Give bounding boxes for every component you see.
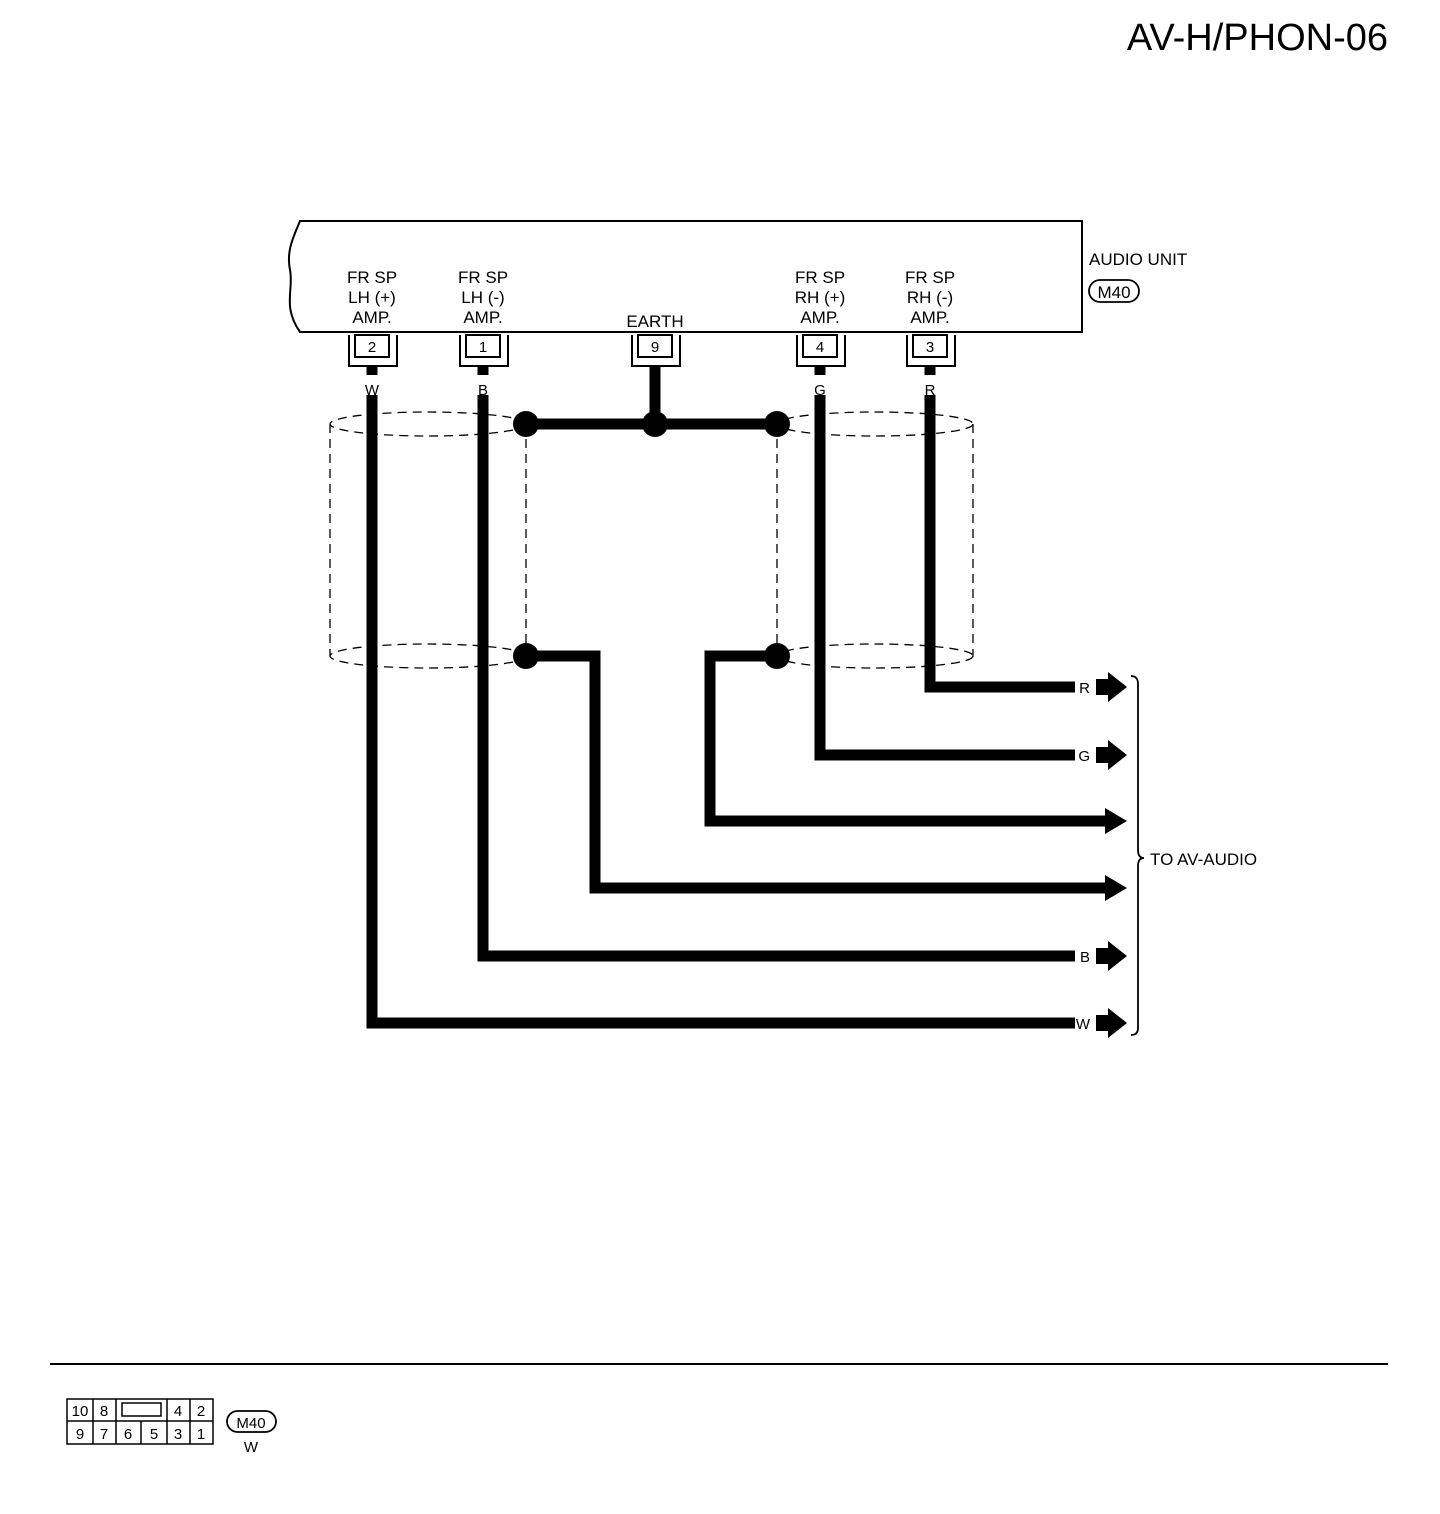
wire-shield-left-drain <box>526 650 1105 894</box>
shield-left <box>329 411 527 669</box>
out-label-g: G <box>1078 748 1090 765</box>
svg-text:AMP.: AMP. <box>463 308 502 327</box>
connector-badge-text: M40 <box>1097 283 1130 302</box>
svg-text:RH (-): RH (-) <box>907 288 953 307</box>
out-label-w: W <box>1076 1016 1091 1033</box>
svg-text:4: 4 <box>174 1403 182 1420</box>
svg-text:1: 1 <box>479 339 487 356</box>
pin-terminal-9: 9 <box>631 334 681 367</box>
wire-r <box>924 395 1075 693</box>
out-label-r: R <box>1079 680 1090 697</box>
page-title: AV-H/PHON-06 <box>1127 17 1388 59</box>
wire-g <box>814 395 1075 761</box>
svg-text:3: 3 <box>174 1426 182 1443</box>
pin-label-3: FR SP RH (-) AMP. <box>905 268 955 327</box>
svg-text:RH (+): RH (+) <box>795 288 846 307</box>
wire-w <box>366 395 1075 1029</box>
pin-label-2: FR SP LH (+) AMP. <box>347 268 397 327</box>
wire-color-b-top: B <box>478 382 488 399</box>
audio-unit-box <box>288 220 1083 333</box>
svg-text:7: 7 <box>100 1426 108 1443</box>
pin-terminal-1: 1 <box>459 334 509 367</box>
svg-text:EARTH: EARTH <box>626 312 683 331</box>
shield-right <box>776 411 974 669</box>
svg-text:FR SP: FR SP <box>905 268 955 287</box>
pin-label-1: FR SP LH (-) AMP. <box>458 268 508 327</box>
connector-face: 10 8 4 2 9 7 6 5 3 1 <box>66 1398 214 1445</box>
svg-text:9: 9 <box>76 1426 84 1443</box>
svg-text:AMP.: AMP. <box>800 308 839 327</box>
svg-text:5: 5 <box>150 1426 158 1443</box>
svg-text:AMP.: AMP. <box>352 308 391 327</box>
output-arrows <box>1096 672 1127 1038</box>
connector-badge-unit: M40 <box>1088 279 1140 303</box>
connector-badge-footer: M40 <box>226 1410 277 1433</box>
svg-text:FR SP: FR SP <box>347 268 397 287</box>
svg-text:FR SP: FR SP <box>458 268 508 287</box>
wire-color-r-top: R <box>925 382 936 399</box>
terminal-stubs <box>366 366 936 375</box>
svg-text:FR SP: FR SP <box>795 268 845 287</box>
pin-label-4: FR SP RH (+) AMP. <box>795 268 846 327</box>
svg-text:LH (+): LH (+) <box>348 288 396 307</box>
out-label-b: B <box>1080 949 1090 966</box>
audio-unit-name: AUDIO UNIT <box>1089 250 1187 269</box>
svg-text:8: 8 <box>100 1403 108 1420</box>
pin-terminal-2: 2 <box>348 334 398 367</box>
splice-points <box>513 411 790 669</box>
wire-color-g-top: G <box>814 382 826 399</box>
svg-text:2: 2 <box>197 1403 205 1420</box>
svg-text:3: 3 <box>926 339 934 356</box>
svg-text:LH (-): LH (-) <box>461 288 504 307</box>
pin-terminal-4: 4 <box>796 334 846 367</box>
svg-text:1: 1 <box>197 1426 205 1443</box>
destination-label: TO AV-AUDIO <box>1150 850 1257 869</box>
connector-color: W <box>244 1439 259 1456</box>
svg-text:2: 2 <box>368 339 376 356</box>
svg-text:4: 4 <box>816 339 824 356</box>
svg-text:AMP.: AMP. <box>910 308 949 327</box>
svg-text:6: 6 <box>124 1426 132 1443</box>
svg-text:10: 10 <box>72 1403 89 1420</box>
pin-label-9: EARTH <box>626 312 683 331</box>
output-brace <box>1130 675 1145 1036</box>
svg-text:M40: M40 <box>236 1415 265 1432</box>
svg-text:9: 9 <box>651 339 659 356</box>
wire-shield-right-drain <box>704 650 1105 827</box>
wire-color-w-top: W <box>365 382 380 399</box>
wire-b <box>477 395 1075 962</box>
pin-terminal-3: 3 <box>906 334 956 367</box>
